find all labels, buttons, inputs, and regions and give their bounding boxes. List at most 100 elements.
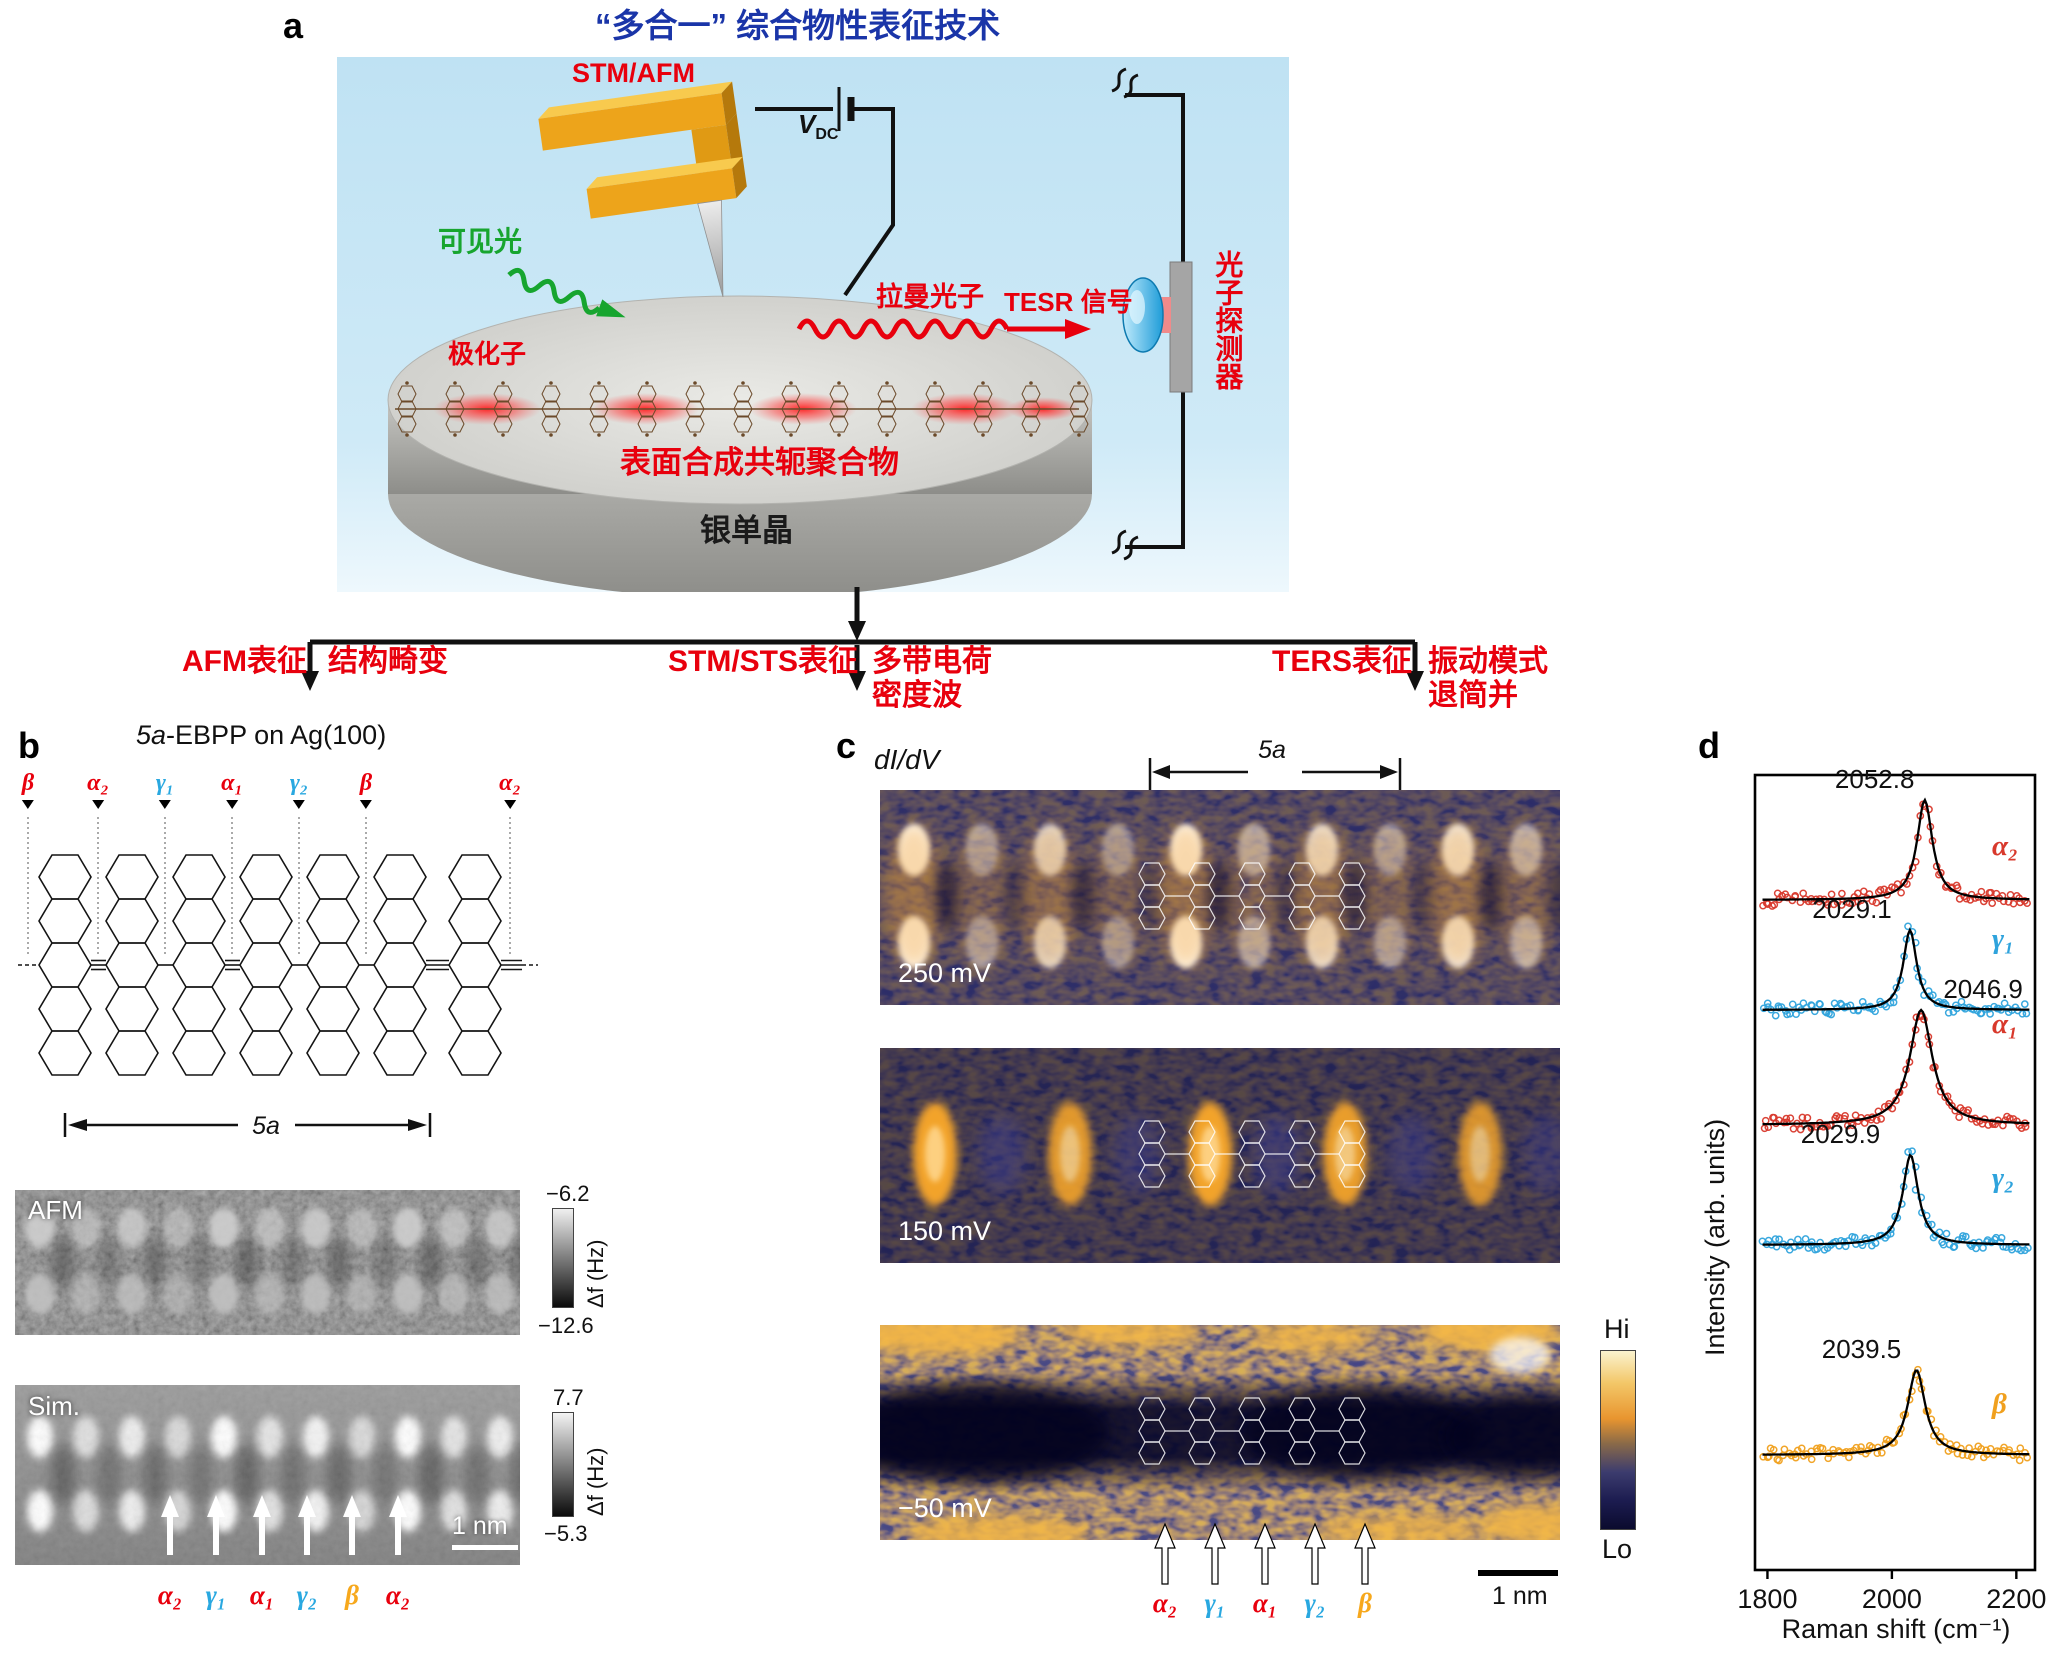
mode-label-gamma1: γ₁ bbox=[205, 1580, 227, 1610]
detector-plate bbox=[1169, 261, 1193, 393]
scalebar-label-c: 1 nm bbox=[1492, 1582, 1548, 1610]
svg-text:α₁: α₁ bbox=[1992, 1008, 2018, 1040]
afm-result-label: 结构畸变 bbox=[328, 645, 448, 678]
mode-label-alpha1: α₁ bbox=[249, 1580, 275, 1610]
svg-text:2000: 2000 bbox=[1862, 1584, 1922, 1614]
chemical-structure bbox=[18, 817, 538, 1137]
ters-result-label: 振动模式 退简并 bbox=[1428, 645, 1548, 712]
afm-scale-max: −6.2 bbox=[546, 1181, 590, 1206]
colorbar-hi-label: Hi bbox=[1604, 1314, 1630, 1344]
backbone-bonds bbox=[18, 959, 538, 971]
didv-colorbar bbox=[1600, 1350, 1636, 1530]
unit-cell-span-label-b: 5a bbox=[252, 1112, 280, 1140]
visible-light-label: 可见光 bbox=[438, 226, 523, 257]
label-leaders bbox=[27, 817, 511, 955]
afm-cantilever bbox=[538, 81, 747, 298]
mode-label-c-beta: β bbox=[1358, 1588, 1372, 1618]
bond-label-beta-1: β bbox=[22, 770, 34, 809]
flow-arrows bbox=[301, 587, 1424, 691]
panel-c-letter: c bbox=[836, 725, 857, 766]
svg-text:2029.9: 2029.9 bbox=[1801, 1119, 1881, 1149]
svg-text:γ₂: γ₂ bbox=[1992, 1162, 2014, 1194]
colorbar-lo-label: Lo bbox=[1602, 1534, 1633, 1564]
afm-image bbox=[15, 1190, 520, 1335]
down-arrow-icon bbox=[359, 800, 372, 809]
panel-d-letter: d bbox=[1698, 725, 1720, 766]
afm-method-label: AFM表征 bbox=[182, 645, 307, 678]
y-axis-label: Intensity (arb. units) bbox=[1700, 1118, 1730, 1356]
bond-label-alpha2-1: α₂ bbox=[87, 770, 109, 809]
svg-text:β: β bbox=[1991, 1388, 2007, 1420]
bias-label-250mv: 250 mV bbox=[898, 958, 992, 988]
x-axis-label: Raman shift (cm⁻¹) bbox=[1781, 1614, 2011, 1644]
sim-image bbox=[15, 1385, 520, 1565]
bond-label-alpha1: α₁ bbox=[221, 770, 243, 809]
tesr-signal-label: TESR 信号 bbox=[1004, 287, 1133, 317]
down-arrow-icon bbox=[158, 800, 171, 809]
raman-photon-wave bbox=[796, 318, 1091, 340]
sim-colorbar bbox=[552, 1412, 574, 1517]
svg-text:α₂: α₂ bbox=[1992, 830, 2018, 862]
svg-text:1800: 1800 bbox=[1737, 1584, 1797, 1614]
polaron-label: 极化子 bbox=[448, 339, 527, 369]
panel-b-title: 5a-EBPP on Ag(100) bbox=[136, 720, 387, 750]
stm-method-label: STM/STS表征 bbox=[668, 645, 859, 678]
svg-text:2029.1: 2029.1 bbox=[1812, 894, 1892, 924]
ters-method-label: TERS表征 bbox=[1272, 645, 1413, 678]
mode-position-arrows-c bbox=[1154, 1522, 1376, 1585]
svg-text:2039.5: 2039.5 bbox=[1822, 1334, 1902, 1364]
didv-map-250mv bbox=[880, 790, 1560, 1005]
down-arrow-icon bbox=[21, 800, 34, 809]
mode-label-beta: β bbox=[345, 1580, 359, 1610]
sim-scale-unit: Δf (Hz) bbox=[583, 1447, 608, 1516]
stm-result-label: 多带电荷 密度波 bbox=[872, 645, 992, 712]
afm-image-label: AFM bbox=[28, 1195, 83, 1225]
vdc-label: VDC bbox=[798, 109, 839, 144]
mode-label-c-alpha2: α₂ bbox=[1152, 1588, 1178, 1618]
photon-detector-label: 光子探测器 bbox=[1212, 250, 1244, 390]
bond-label-alpha2-2: α₂ bbox=[499, 770, 521, 809]
afm-scale-unit: Δf (Hz) bbox=[583, 1239, 608, 1308]
mode-label-c-alpha1: α₁ bbox=[1252, 1588, 1278, 1618]
bias-label-150mv: 150 mV bbox=[898, 1216, 992, 1246]
afm-scale-min: −12.6 bbox=[538, 1313, 594, 1338]
bias-circuit-wire bbox=[755, 87, 895, 297]
didv-map-150mv bbox=[880, 1048, 1560, 1263]
mode-label-alpha2-b: α₂ bbox=[385, 1580, 411, 1610]
down-arrow-icon bbox=[92, 800, 104, 809]
mode-label-gamma2: γ₂ bbox=[296, 1580, 318, 1610]
down-arrow-icon bbox=[226, 800, 238, 809]
sim-image-label: Sim. bbox=[28, 1391, 80, 1421]
panel-a-schematic bbox=[337, 57, 1289, 592]
svg-text:2200: 2200 bbox=[1986, 1584, 2046, 1614]
svg-text:2052.8: 2052.8 bbox=[1835, 764, 1915, 794]
bond-label-gamma2: γ₂ bbox=[290, 770, 308, 809]
didv-label: dI/dV bbox=[874, 744, 940, 775]
mode-label-c-gamma2: γ₂ bbox=[1304, 1588, 1326, 1618]
down-arrow-icon bbox=[504, 800, 516, 809]
polymer-chain bbox=[395, 380, 1089, 438]
bond-label-beta-2: β bbox=[360, 770, 372, 809]
mode-position-arrows bbox=[161, 1495, 407, 1555]
bias-label-neg50mv: −50 mV bbox=[898, 1493, 992, 1523]
polymer-label: 表面合成共轭聚合物 bbox=[620, 445, 899, 480]
unit-cell-span-label-c: 5a bbox=[1258, 736, 1286, 764]
panel-a-letter: a bbox=[283, 5, 304, 46]
sim-scale-min: −5.3 bbox=[544, 1521, 588, 1546]
didv-map-neg50mv bbox=[880, 1325, 1560, 1540]
sim-scale-max: 7.7 bbox=[553, 1385, 584, 1410]
stm-tip bbox=[697, 199, 724, 298]
svg-text:γ₁: γ₁ bbox=[1992, 923, 2014, 955]
unit-cell-span-arrow bbox=[63, 1113, 432, 1137]
stm-afm-label: STM/AFM bbox=[572, 58, 695, 88]
photon-detector bbox=[1122, 261, 1193, 393]
panel-b-letter: b bbox=[18, 725, 40, 766]
raman-photon-label: 拉曼光子 bbox=[876, 282, 984, 312]
silver-crystal-label: 银单晶 bbox=[700, 513, 793, 548]
mode-label-alpha2: α₂ bbox=[157, 1580, 183, 1610]
scalebar-label-b: 1 nm bbox=[452, 1512, 508, 1540]
visible-light-wave bbox=[507, 267, 626, 318]
afm-colorbar bbox=[552, 1208, 574, 1308]
